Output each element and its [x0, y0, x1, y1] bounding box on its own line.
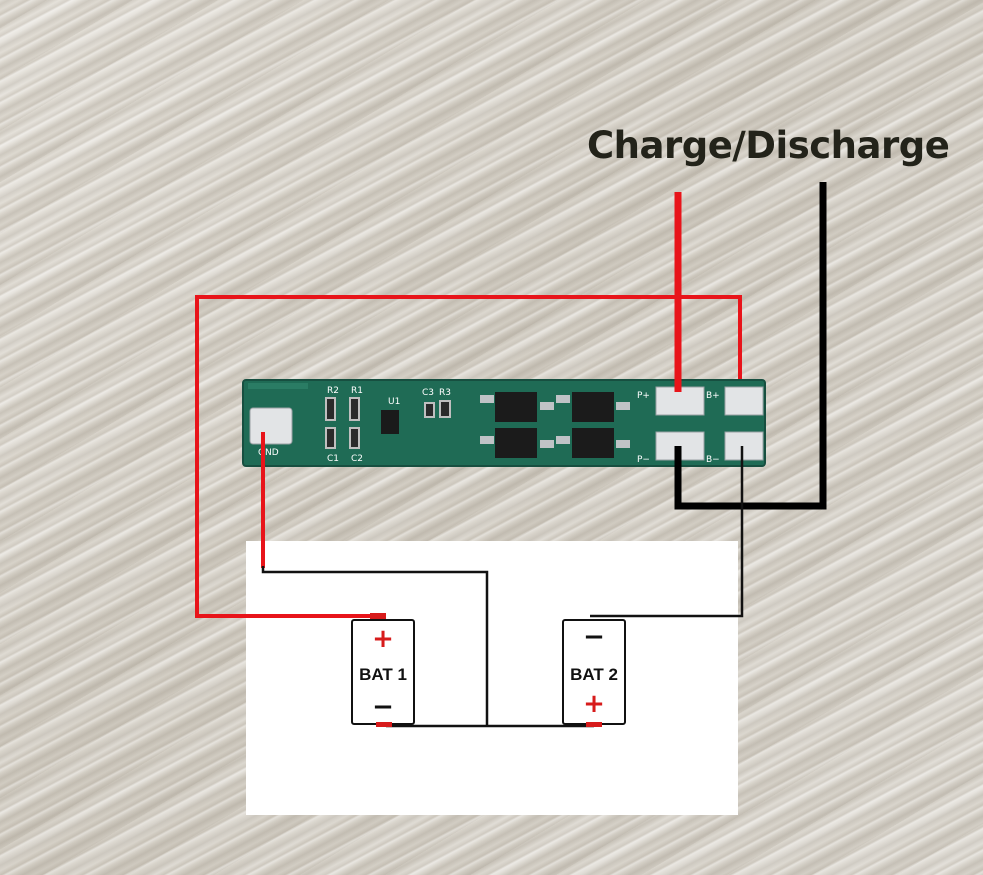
bms-pcb: GND — [242, 379, 766, 467]
label-b-plus: B+ — [706, 391, 720, 401]
battery-1-minus-sign: − — [372, 692, 394, 722]
label-b-minus: B− — [706, 455, 720, 465]
battery-panel — [246, 541, 738, 815]
label-p-plus: P+ — [637, 391, 650, 401]
label-r3: R3 — [439, 388, 451, 398]
label-c1: C1 — [327, 454, 339, 464]
label-c3: C3 — [422, 388, 434, 398]
gnd-pad — [249, 407, 293, 445]
label-u1: U1 — [388, 397, 400, 407]
label-c2: C2 — [351, 454, 363, 464]
label-r2: R2 — [327, 386, 339, 396]
battery-2-minus-sign: − — [583, 622, 605, 652]
battery-2-plus-sign: + — [583, 689, 605, 719]
b-plus-wire — [195, 295, 742, 618]
charge-discharge-title: Charge/Discharge — [587, 124, 950, 167]
b-minus-wire — [590, 446, 744, 618]
b-plus-pad — [724, 386, 764, 416]
battery-2-label: BAT 2 — [570, 665, 618, 684]
battery-2: − BAT 2 + — [562, 619, 626, 727]
p-minus-output-wire — [674, 182, 827, 510]
label-p-minus: P− — [637, 455, 650, 465]
battery-1-label: BAT 1 — [359, 665, 407, 684]
label-r1: R1 — [351, 386, 363, 396]
b-minus-pad — [724, 431, 764, 461]
gnd-wire — [261, 566, 489, 726]
gnd-label: GND — [258, 448, 279, 458]
battery-1-plus-sign: + — [372, 624, 394, 654]
battery-1: + BAT 1 − — [351, 613, 415, 727]
